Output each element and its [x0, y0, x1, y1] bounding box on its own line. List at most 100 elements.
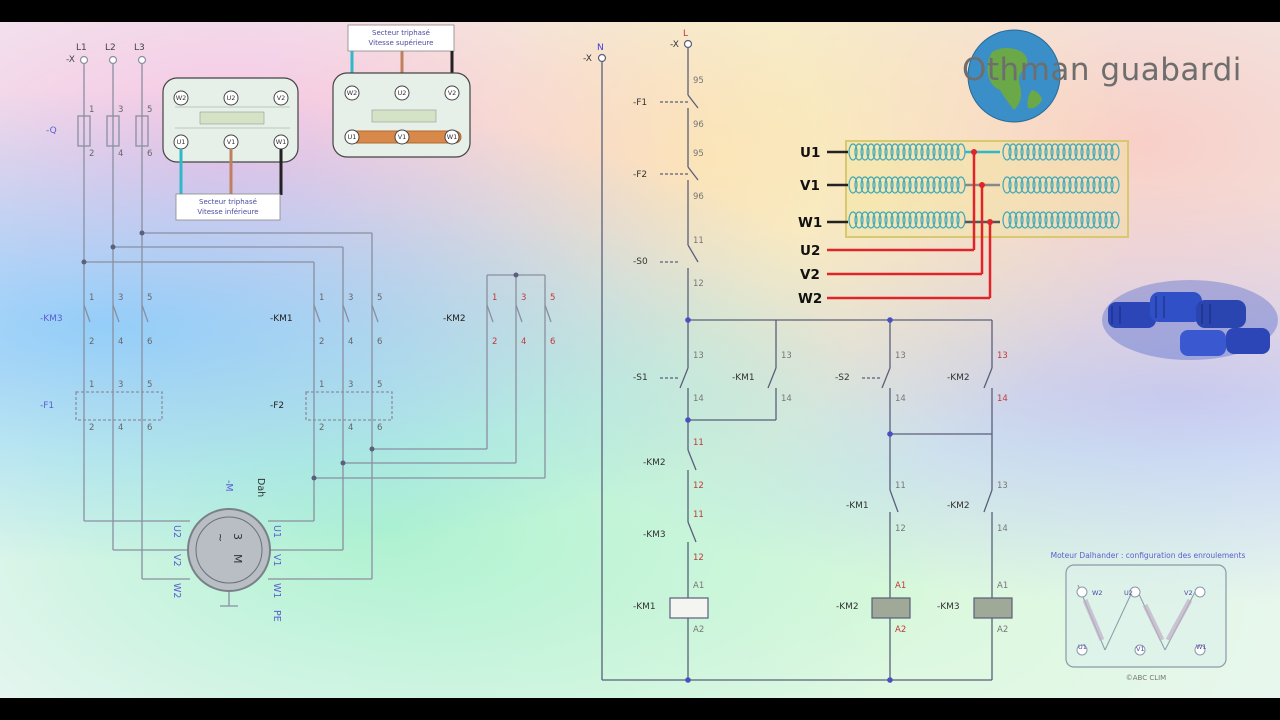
winding-turn	[1104, 211, 1114, 229]
f1-term: 5	[147, 380, 152, 390]
box-low-caption-1: Secteur triphasé	[199, 198, 257, 206]
winding-turn	[1008, 176, 1018, 194]
ctrl-km2-hold-tag: -KM2	[947, 373, 970, 383]
card-term: U1	[1078, 643, 1087, 651]
winding-label-u1: U1	[800, 145, 820, 161]
winding-turn	[878, 143, 888, 161]
winding-turn	[1086, 143, 1096, 161]
term: 11	[693, 438, 704, 448]
term: 11	[693, 510, 704, 520]
ctrl-s2-tag: -S2	[835, 373, 850, 383]
dahlander-card-footer: ©ABC CLIM	[1126, 674, 1166, 682]
winding-turn	[1074, 211, 1084, 229]
winding-turn	[1008, 211, 1018, 229]
winding-turn	[1110, 176, 1120, 194]
km3-power-tag: -KM3	[40, 314, 63, 324]
winding-turn	[872, 211, 882, 229]
ctrl-km1-hold-tag: -KM1	[732, 373, 755, 383]
coil-km2	[871, 597, 911, 619]
winding-turn	[1092, 176, 1102, 194]
box-high-term: V1	[398, 133, 407, 141]
control-circuit	[601, 46, 993, 681]
winding-turn	[1098, 211, 1108, 229]
term: 14	[895, 394, 906, 404]
winding-turn	[944, 143, 954, 161]
fuse-term: 6	[147, 149, 152, 159]
card-term: W1	[1196, 643, 1207, 651]
winding-turn	[950, 143, 960, 161]
winding-turn	[1032, 176, 1042, 194]
term: 13	[693, 351, 704, 361]
n-rail-x: -X	[583, 54, 592, 64]
phase-label-l3: L3	[134, 43, 145, 53]
motor-term-v2: V2	[171, 554, 182, 567]
winding-turn	[908, 176, 918, 194]
km1-power-tag: -KM1	[270, 314, 293, 324]
coil-km2-tag: -KM2	[836, 602, 859, 612]
f2-term: 3	[348, 380, 353, 390]
term: 96	[693, 192, 704, 202]
winding-turn	[1044, 143, 1054, 161]
winding-turn	[1038, 143, 1048, 161]
winding-turn	[1038, 211, 1048, 229]
km2-power-tag: -KM2	[443, 314, 466, 324]
winding-turn	[878, 211, 888, 229]
winding-label-v1: V1	[800, 178, 820, 194]
km3-term: 5	[147, 293, 152, 303]
f1-term: 3	[118, 380, 123, 390]
ctrl-km1-nc-tag: -KM1	[846, 501, 869, 511]
term: A2	[895, 625, 906, 635]
winding-turn	[950, 211, 960, 229]
winding-label-w2: W2	[798, 291, 822, 307]
term: 96	[693, 120, 704, 130]
f1-term: 6	[147, 423, 152, 433]
coil-km1-tag: -KM1	[633, 602, 656, 612]
winding-turn	[1110, 143, 1120, 161]
winding-turn	[854, 143, 864, 161]
box-high-term: U1	[348, 133, 357, 141]
winding-turn	[884, 176, 894, 194]
km2-term: 6	[550, 337, 555, 347]
box-high-caption-2: Vitesse supérieure	[369, 39, 434, 47]
n-rail-label: N	[597, 43, 604, 53]
winding-turn	[908, 211, 918, 229]
winding-turn	[914, 176, 924, 194]
control-junctions	[685, 317, 893, 683]
motor-term-w2: W2	[171, 583, 182, 598]
winding-turn	[1074, 143, 1084, 161]
winding-turn	[848, 211, 858, 229]
winding-turn	[1104, 143, 1114, 161]
km2-term: 2	[492, 337, 497, 347]
f1-power-tag: -F1	[40, 401, 54, 411]
box-high-caption-1: Secteur triphasé	[372, 29, 430, 37]
card-term: U2	[1124, 589, 1133, 597]
winding-turn	[854, 211, 864, 229]
ctrl-f2-tag: -F2	[633, 170, 647, 180]
winding-turn	[914, 211, 924, 229]
l-rail-label: L	[683, 29, 688, 39]
winding-turn	[920, 211, 930, 229]
motor-term-v1: V1	[271, 554, 282, 567]
term: 12	[693, 553, 704, 563]
terminal-box-high-speed: Secteur triphasé Vitesse supérieure W2 U…	[332, 24, 471, 158]
term: A2	[693, 625, 704, 635]
winding-turn	[1068, 176, 1078, 194]
winding-turn	[932, 176, 942, 194]
winding-turn	[1008, 143, 1018, 161]
winding-turn	[1050, 211, 1060, 229]
phase-label-l2: L2	[105, 43, 116, 53]
winding-turn	[1068, 211, 1078, 229]
winding-turn	[866, 176, 876, 194]
ctrl-km3-nc-tag: -KM3	[643, 530, 666, 540]
winding-turn	[1032, 143, 1042, 161]
ctrl-f1-tag: -F1	[633, 98, 647, 108]
f1-term: 4	[118, 423, 123, 433]
fuse-term: 2	[89, 149, 94, 159]
term: A1	[895, 581, 906, 591]
winding-turn	[1098, 143, 1108, 161]
box-high-term: W1	[447, 133, 458, 141]
fuse-tag: -Q	[46, 126, 57, 136]
winding-turn	[896, 143, 906, 161]
motor-tag: -M	[223, 480, 234, 492]
winding-turn	[1014, 176, 1024, 194]
